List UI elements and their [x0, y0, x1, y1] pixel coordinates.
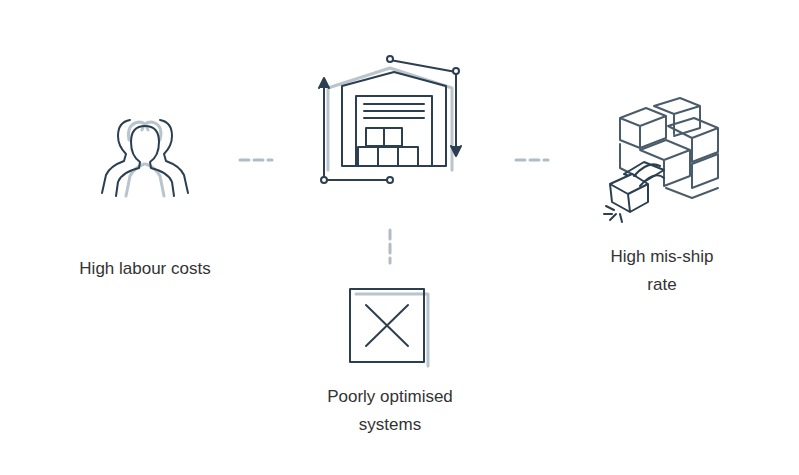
boxes-icon [604, 98, 718, 222]
people-icon [102, 120, 188, 196]
caption-label: Poorly optimised systems [308, 383, 473, 439]
dash-lines [240, 160, 548, 263]
x-box-icon [350, 289, 428, 366]
caption-label: High mis-ship rate [597, 243, 727, 299]
warehouse-icon [319, 56, 461, 183]
caption-label: High labour costs [45, 255, 245, 283]
